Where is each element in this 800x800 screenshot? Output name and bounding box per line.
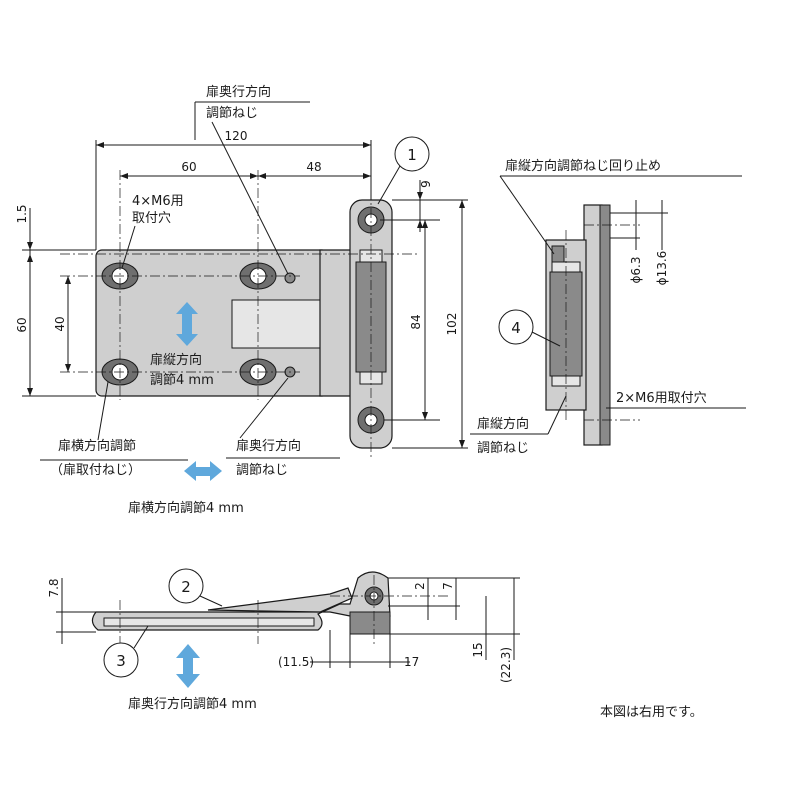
dim-48: 48 (306, 160, 321, 174)
lock-screw-label: 扉縦方向調節ねじ回り止め (505, 158, 661, 174)
callout-4 (498, 309, 534, 345)
side-view: ϕ6.3 ϕ13.6 扉縦方向調節ねじ回り止め 4 2×M6用取付穴 扉縦方向 … (470, 158, 746, 456)
dim-1-5: 1.5 (15, 204, 29, 223)
callout-1 (394, 136, 430, 172)
dim-60-top: 60 (181, 160, 196, 174)
dim-60-left: 60 (15, 317, 29, 332)
side-mount-leaf (583, 204, 603, 446)
depth-adjust-arrow (176, 644, 200, 688)
dim-22-3: (22.3) (499, 647, 513, 683)
dim-15: 15 (471, 642, 485, 657)
callout-3 (103, 642, 139, 678)
dim-2: 2 (413, 582, 427, 590)
callout-1-label: 1 (407, 146, 417, 164)
side-leaf-edge (599, 204, 611, 446)
dim-7-8: 7.8 (47, 578, 61, 597)
depth-screw-label: 調節ねじ (236, 463, 288, 478)
callout-4-label: 4 (511, 319, 521, 337)
mount-holes-label: 取付穴 (132, 211, 171, 226)
side-mount-holes-label: 2×M6用取付穴 (616, 391, 707, 406)
vertical-adjust-arrow (176, 302, 198, 346)
bottom-base-block (349, 611, 391, 635)
callout-2 (168, 568, 204, 604)
depth-screw-label: 扉奥行方向 (206, 84, 271, 100)
lateral-adjust-label: （扉取付ねじ） (50, 462, 141, 478)
depth-screw-label: 扉奥行方向 (236, 438, 301, 454)
vertical-adjust-label: 扉縦方向 (150, 352, 202, 368)
callout-2-label: 2 (181, 578, 191, 596)
lateral-adjust-arrow (184, 461, 222, 481)
dim-phi-13-6: ϕ13.6 (655, 251, 669, 286)
dim-120: 120 (225, 129, 248, 143)
depth-adjust-screw (284, 272, 296, 284)
vertical-screw-label: 扉縦方向 (477, 416, 529, 432)
dim-17: 17 (404, 655, 419, 669)
dim-84: 84 (409, 314, 423, 329)
lateral-adjust-label: 扉横方向調節 (58, 438, 136, 454)
dim-40: 40 (53, 316, 67, 331)
dim-11-5: (11.5) (278, 655, 314, 669)
bottom-arm (207, 587, 353, 613)
lock-screw (551, 245, 565, 263)
mount-holes-label: 4×M6用 (132, 194, 184, 209)
vertical-screw-label: 調節ねじ (477, 441, 529, 456)
note-right-hand: 本図は右用です。 (600, 705, 703, 720)
dim-9: 9 (419, 180, 433, 188)
dim-phi-6-3: ϕ6.3 (629, 257, 643, 284)
front-view: 120 60 48 9 84 102 1.5 (15, 84, 468, 516)
depth-adjust-range: 扉奥行方向調節4 mm (128, 696, 257, 712)
dim-7: 7 (441, 582, 455, 590)
bottom-view: 7.8 2 7 15 (22.3) (11.5) 17 2 3 (47, 568, 520, 712)
callout-3-label: 3 (116, 652, 126, 670)
vertical-adjust-label: 調節4 mm (150, 373, 214, 388)
bottom-plate-inner (103, 617, 315, 627)
lateral-adjust-range: 扉横方向調節4 mm (128, 500, 244, 516)
center-slot (231, 299, 333, 349)
bottom-plate-profile (91, 571, 391, 631)
dim-102: 102 (445, 313, 459, 336)
depth-screw-label: 調節ねじ (206, 106, 258, 121)
